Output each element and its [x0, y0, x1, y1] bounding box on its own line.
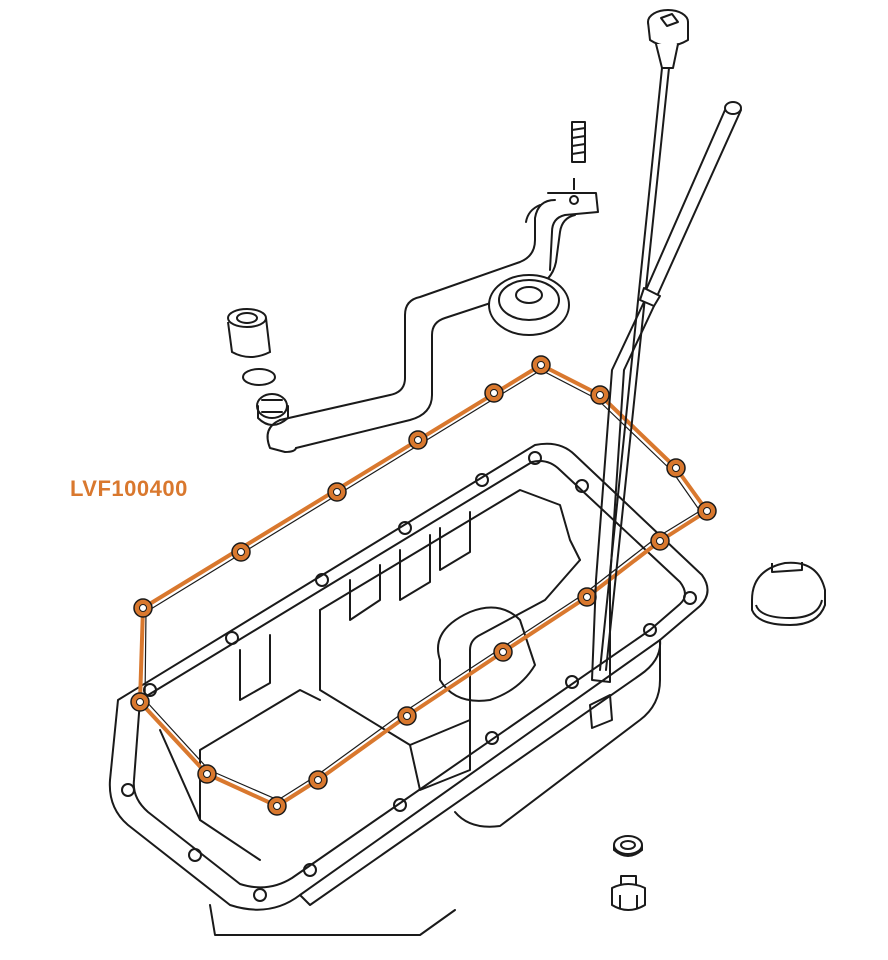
gasket-outline: [138, 363, 709, 808]
drain-plug-washer: [613, 835, 643, 857]
oil-pan: [108, 442, 709, 936]
blanking-plug: [751, 561, 826, 626]
drain-plug: [611, 875, 646, 911]
dipstick-tube: [591, 101, 742, 683]
oil-pan-gasket: [130, 355, 717, 816]
spacer-sleeve: [227, 308, 272, 358]
o-ring: [242, 368, 276, 386]
oil-pickup-tube: [256, 192, 599, 453]
part-number-label: LVF100400: [70, 476, 188, 501]
stud: [571, 121, 586, 190]
